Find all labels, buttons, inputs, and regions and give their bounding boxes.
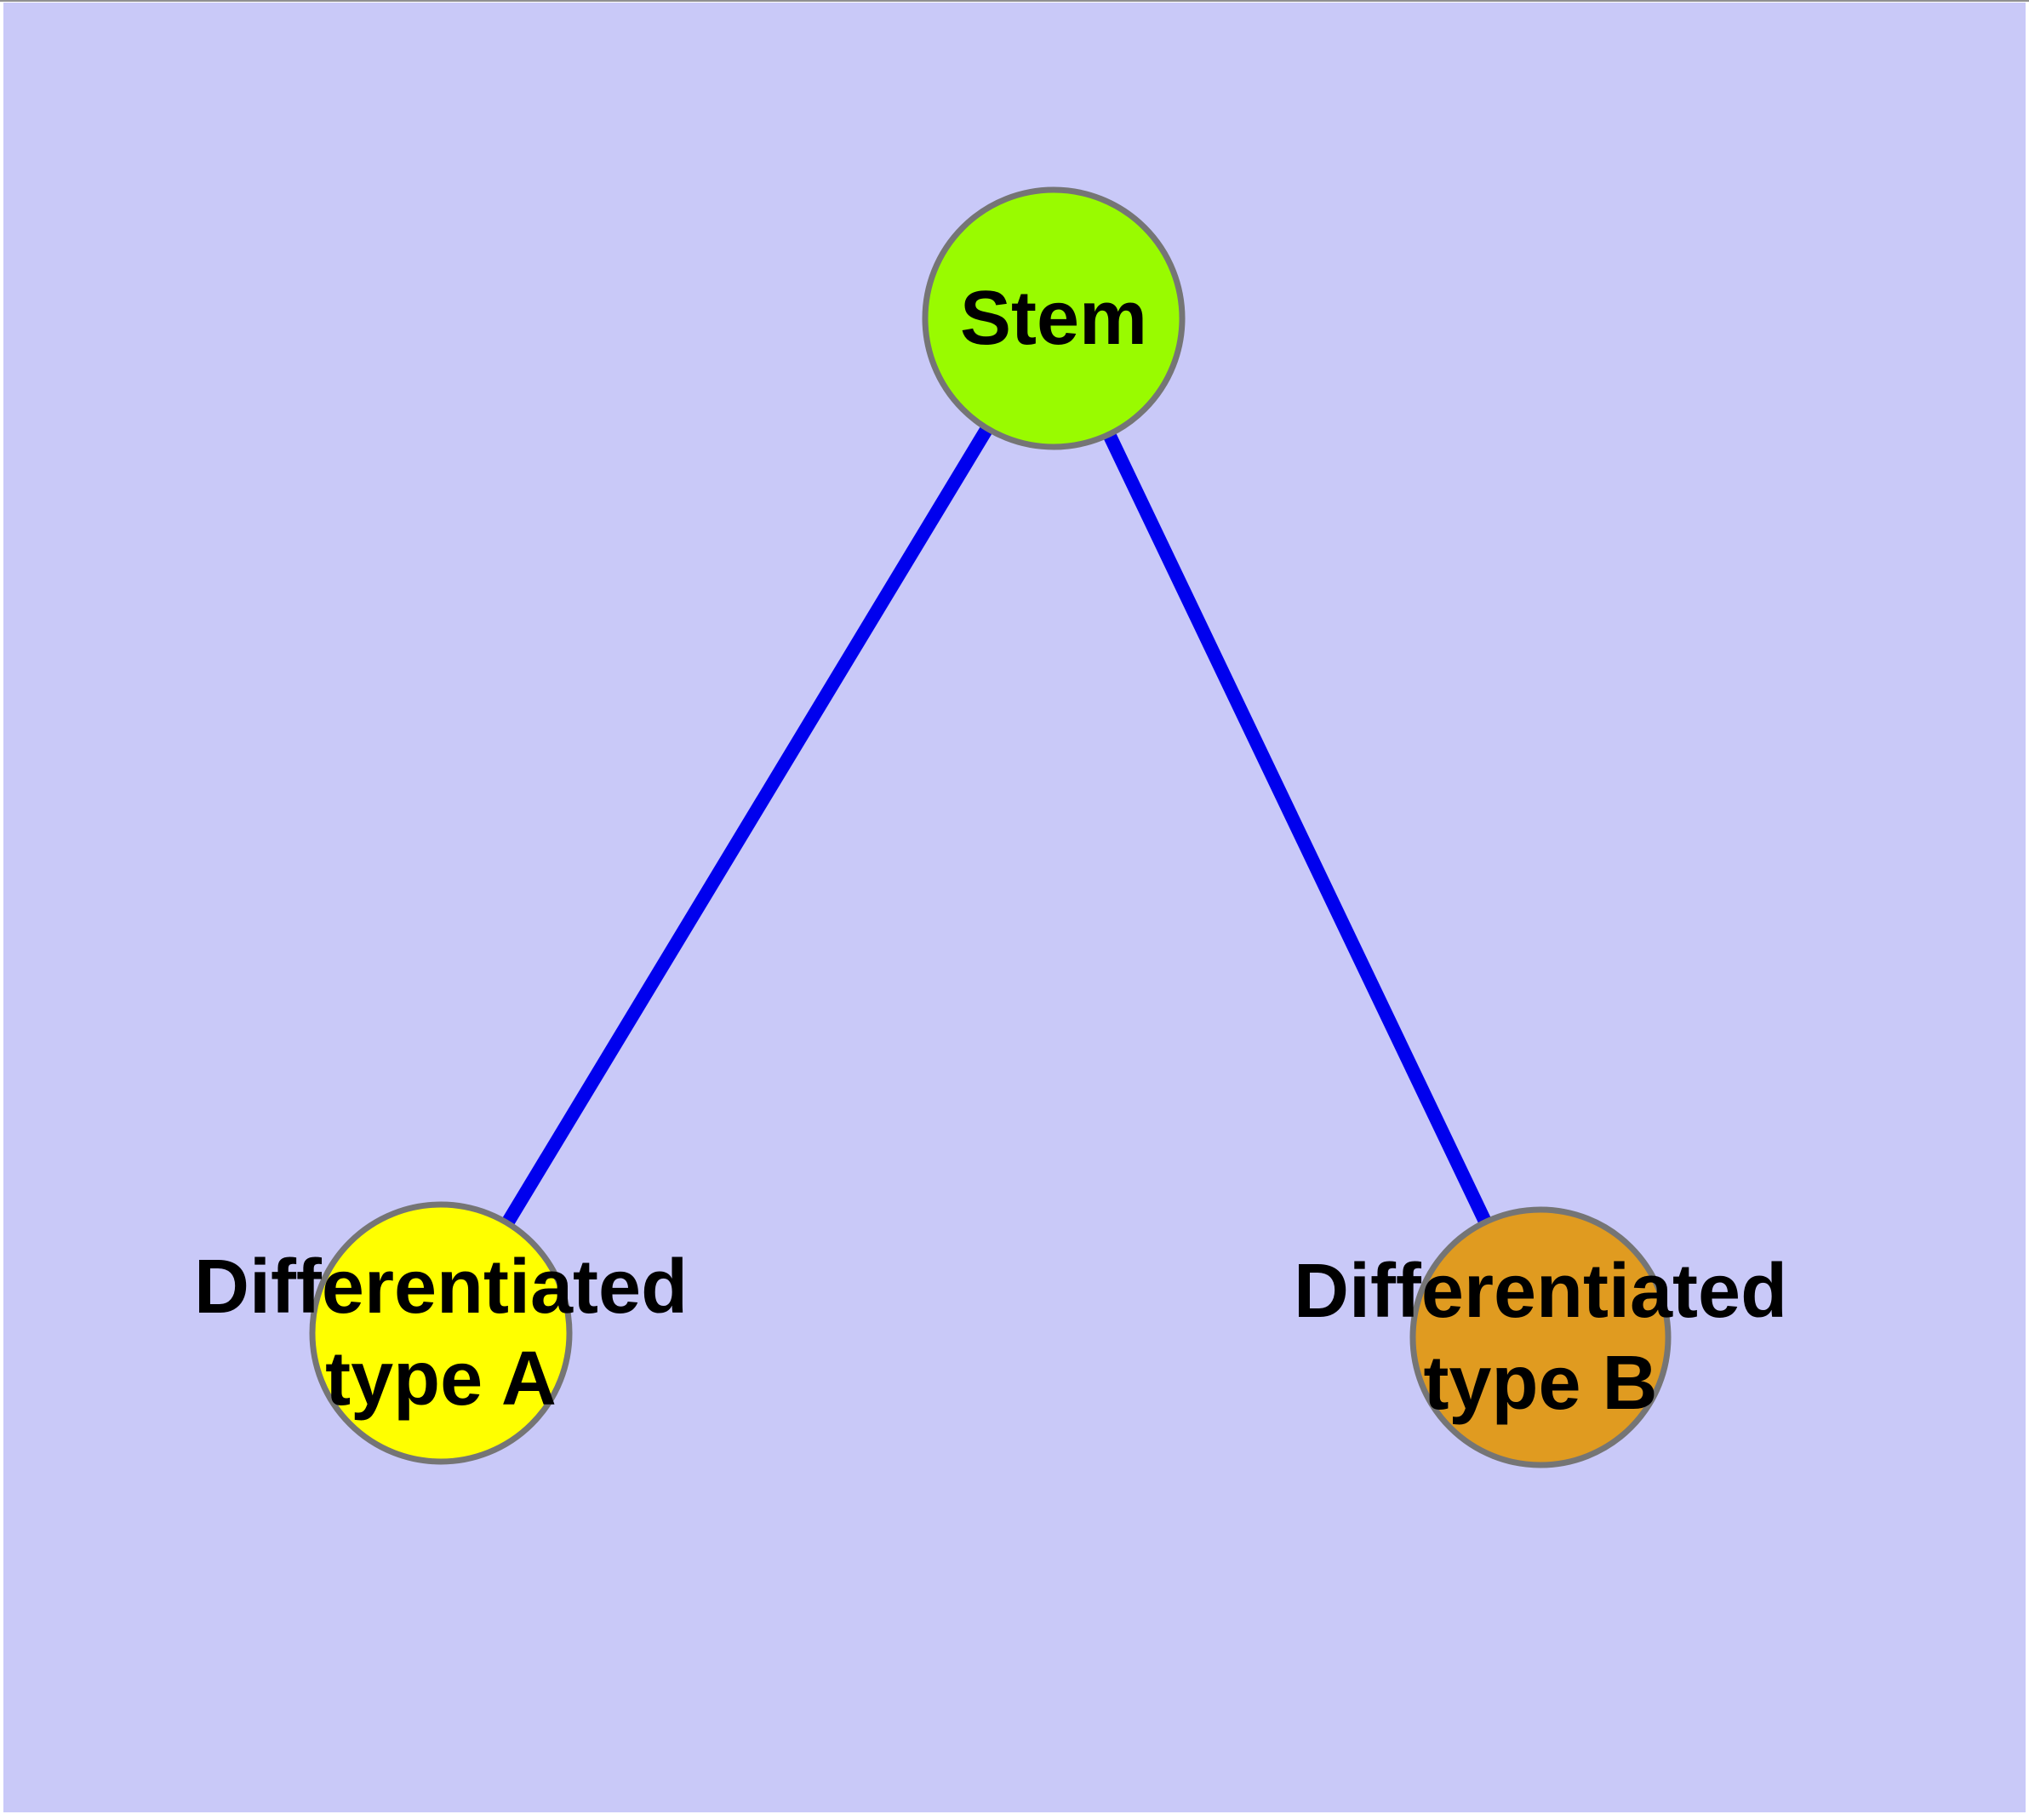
node-diff-b-circle [1409,1206,1672,1468]
edges-layer [435,314,1547,1341]
top-border-line [0,0,2029,2]
nodes-layer [309,186,1672,1468]
node-stem-circle [922,186,1186,450]
edge-stem-diff-a [435,314,1060,1337]
edge-stem-diff-b [1047,315,1547,1341]
node-diff-a-circle [309,1201,573,1465]
